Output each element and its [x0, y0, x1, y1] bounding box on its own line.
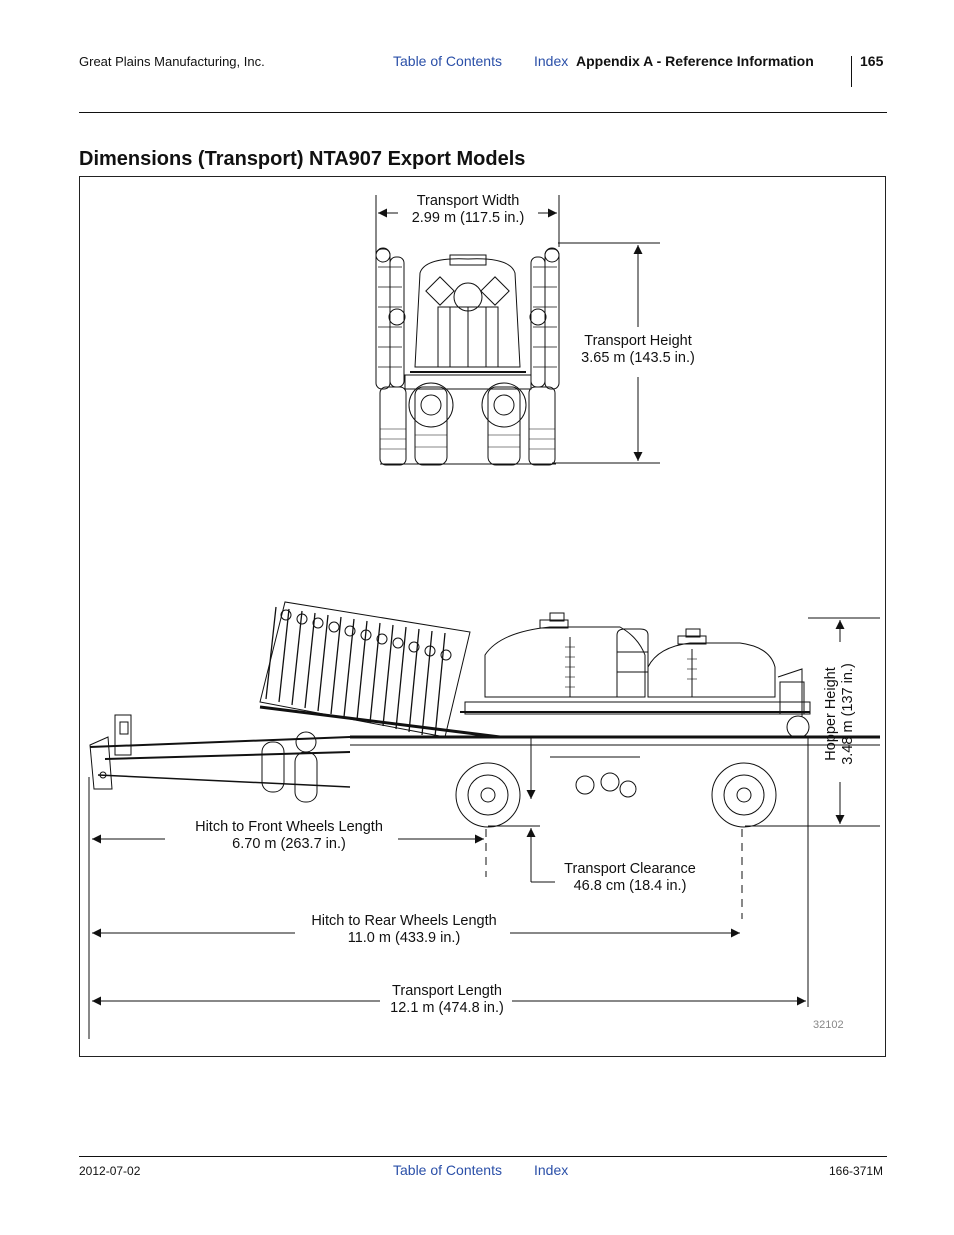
- transport-height-label: Transport Height 3.65 m (143.5 in.): [572, 333, 704, 367]
- rear-view-drawing: [375, 195, 660, 466]
- front-wheels-label: Hitch to Front Wheels Length 6.70 m (263…: [180, 819, 398, 853]
- transport-clearance-label: Transport Clearance 46.8 cm (18.4 in.): [556, 861, 704, 895]
- footer-rule: [79, 1156, 887, 1157]
- footer-date: 2012-07-02: [79, 1164, 141, 1178]
- transport-length-title: Transport Length: [392, 983, 502, 999]
- transport-width-value: 2.99 m (117.5 in.): [411, 210, 525, 226]
- dimensions-figure: Transport Width 2.99 m (117.5 in.) Trans…: [79, 176, 886, 1057]
- hopper-height-label: Hopper Height 3.48 m (137 in.): [823, 654, 857, 774]
- hopper-height-value: 3.48 m (137 in.): [840, 663, 856, 765]
- transport-clearance-value: 46.8 cm (18.4 in.): [573, 878, 687, 894]
- footer-doc-number: 166-371M: [829, 1164, 884, 1178]
- machine-drawing: [88, 195, 880, 1039]
- transport-width-label: Transport Width 2.99 m (117.5 in.): [398, 193, 538, 227]
- page-number: 165: [860, 53, 884, 69]
- hopper-height-title: Hopper Height: [823, 667, 839, 761]
- company-name: Great Plains Manufacturing, Inc.: [79, 54, 265, 69]
- rear-wheels-label: Hitch to Rear Wheels Length 11.0 m (433.…: [298, 913, 510, 947]
- transport-height-value: 3.65 m (143.5 in.): [581, 350, 695, 366]
- transport-width-title: Transport Width: [416, 193, 520, 209]
- front-wheels-value: 6.70 m (263.7 in.): [232, 836, 346, 852]
- section-title: Appendix A - Reference Information: [576, 53, 814, 69]
- transport-length-label: Transport Length 12.1 m (474.8 in.): [382, 983, 512, 1017]
- header-toc-link[interactable]: Table of Contents: [393, 53, 502, 69]
- front-wheels-title: Hitch to Front Wheels Length: [195, 819, 383, 835]
- header-divider: [851, 56, 852, 87]
- header-rule: [79, 112, 887, 113]
- side-view-drawing: [89, 601, 880, 828]
- footer-index-link[interactable]: Index: [534, 1162, 569, 1178]
- page-title: Dimensions (Transport) NTA907 Export Mod…: [79, 148, 526, 170]
- footer-toc-link[interactable]: Table of Contents: [393, 1162, 502, 1178]
- header-index-link[interactable]: Index: [534, 53, 569, 69]
- transport-clearance-title: Transport Clearance: [564, 861, 696, 877]
- rear-wheels-title: Hitch to Rear Wheels Length: [311, 913, 497, 929]
- transport-height-title: Transport Height: [584, 333, 692, 349]
- transport-length-value: 12.1 m (474.8 in.): [390, 1000, 504, 1016]
- figure-number: 32102: [813, 1019, 844, 1031]
- rear-wheels-value: 11.0 m (433.9 in.): [347, 930, 461, 946]
